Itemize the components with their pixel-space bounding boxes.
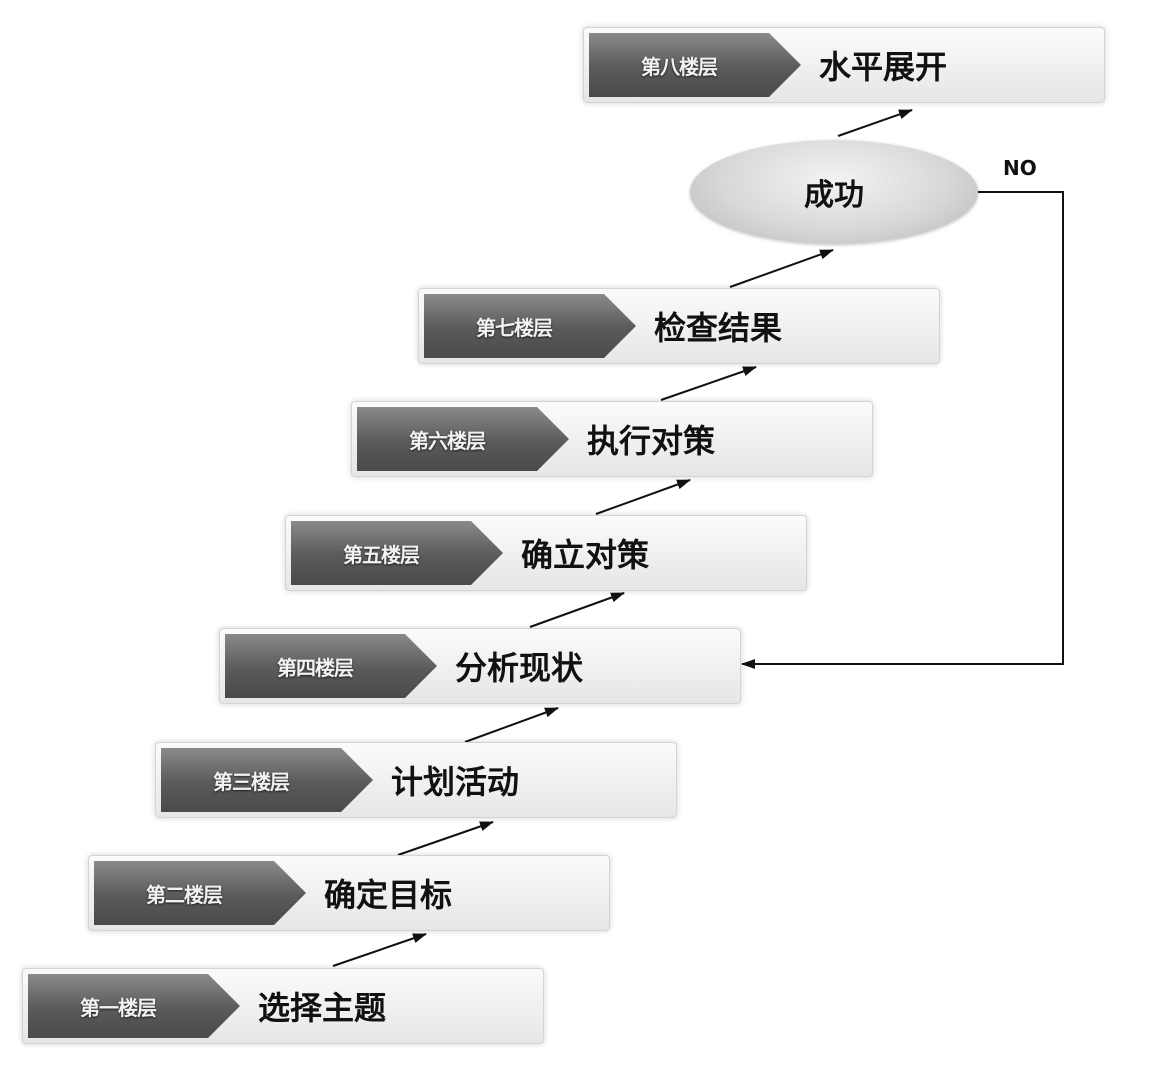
- floor-label-reflection: [424, 341, 604, 351]
- step-title: 确定目标: [324, 876, 453, 914]
- arrow-step6-to-step7: [660, 366, 757, 401]
- arrow-step4-to-step5: [529, 592, 625, 628]
- step-fourth-floor: 第四楼层 分析现状: [219, 628, 741, 704]
- floor-label: 第六楼层: [409, 428, 486, 453]
- floor-label: 第五楼层: [343, 542, 420, 567]
- step-sixth-floor: 第六楼层 执行对策: [351, 401, 873, 477]
- floor-label-reflection: [28, 1021, 208, 1031]
- floor-label: 第四楼层: [277, 655, 354, 680]
- floor-tag-arrow: [161, 748, 373, 812]
- decision-label: 成功: [804, 178, 864, 213]
- arrow-step5-to-step6: [595, 479, 691, 515]
- floor-label: 第一楼层: [80, 995, 157, 1020]
- step-fifth-floor: 第五楼层 确立对策: [285, 515, 807, 591]
- step-title: 确立对策: [521, 536, 650, 574]
- floor-label: 第三楼层: [213, 769, 290, 794]
- arrow-step1-to-step2: [332, 933, 427, 967]
- arrow-step7-to-decision: [729, 249, 834, 288]
- floor-label: 第二楼层: [146, 882, 223, 907]
- floor-tag-arrow: [357, 407, 569, 471]
- floor-label-reflection: [357, 454, 537, 464]
- arrow-step3-to-step4: [464, 707, 559, 743]
- floor-tag-arrow: [225, 634, 437, 698]
- floor-label-reflection: [589, 80, 769, 90]
- step-title: 计划活动: [391, 763, 520, 801]
- floor-tag-arrow: [291, 521, 503, 585]
- floor-label-reflection: [161, 795, 341, 805]
- arrow-decision-to-step8: [837, 109, 913, 137]
- arrow-step2-to-step3: [397, 821, 494, 856]
- step-seventh-floor: 第七楼层 检查结果: [418, 288, 940, 364]
- step-title: 选择主题: [258, 989, 387, 1027]
- step-first-floor: 第一楼层 选择主题: [22, 968, 544, 1044]
- floor-tag-arrow: [589, 33, 801, 97]
- floor-tag-arrow: [94, 861, 306, 925]
- floor-label-reflection: [225, 681, 405, 691]
- step-title: 执行对策: [587, 422, 716, 460]
- success-decision: 成功: [690, 140, 978, 244]
- floor-label-reflection: [94, 908, 274, 918]
- step-second-floor: 第二楼层 确定目标: [88, 855, 610, 931]
- step-third-floor: 第三楼层 计划活动: [155, 742, 677, 818]
- step-title: 检查结果: [654, 309, 783, 347]
- floor-tag-arrow: [28, 974, 240, 1038]
- floor-label-reflection: [291, 568, 471, 578]
- floor-label: 第七楼层: [476, 315, 553, 340]
- floor-tag-arrow: [424, 294, 636, 358]
- step-title: 分析现状: [455, 649, 584, 687]
- no-feedback-arrow: [741, 191, 1064, 669]
- step-eighth-floor: 第八楼层 水平展开: [583, 27, 1105, 103]
- floor-label: 第八楼层: [641, 54, 718, 79]
- no-branch-label: NO: [1003, 156, 1037, 180]
- step-title: 水平展开: [819, 48, 948, 86]
